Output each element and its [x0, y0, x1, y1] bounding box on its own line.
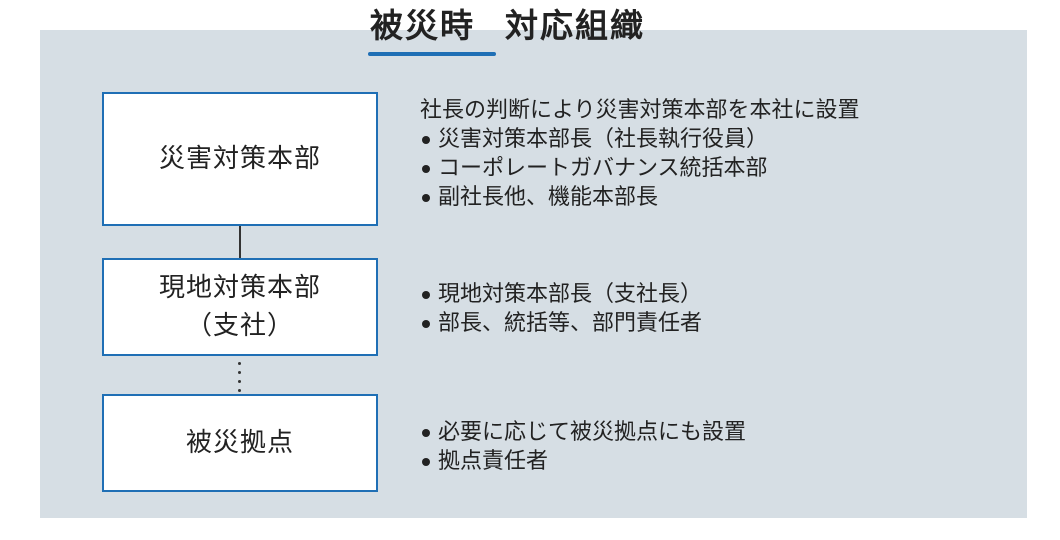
bullet-dot-icon [422, 320, 430, 328]
list-item: 拠点責任者 [420, 447, 746, 476]
node-local-hq: 現地対策本部 （支社） [102, 258, 378, 356]
connector-dot [238, 362, 241, 365]
description-local-hq: 現地対策本部長（支社長） 部長、統括等、部門責任者 [420, 280, 702, 338]
list-item: 災害対策本部長（社長執行役員） [420, 125, 860, 154]
list-item: 現地対策本部長（支社長） [420, 280, 702, 309]
bullet-list: 災害対策本部長（社長執行役員） コーポレートガバナンス統括本部 副社長他、機能本… [420, 125, 860, 212]
description-head: 社長の判断により災害対策本部を本社に設置 [420, 98, 860, 123]
bullet-dot-icon [422, 136, 430, 144]
bullet-dot-icon [422, 291, 430, 299]
node-affected-site: 被災拠点 [102, 394, 378, 492]
description-disaster-hq: 社長の判断により災害対策本部を本社に設置 災害対策本部長（社長執行役員） コーポ… [420, 96, 860, 212]
bullet-dot-icon [422, 458, 430, 466]
node-disaster-hq: 災害対策本部 [102, 92, 378, 226]
node-label: 被災拠点 [185, 428, 294, 458]
bullet-dot-icon [422, 429, 430, 437]
title-sub: 対応組織 [505, 6, 645, 45]
bullet-dot-icon [422, 165, 430, 173]
diagram-title: 被災時対応組織 [364, 2, 651, 50]
bullet-list: 現地対策本部長（支社長） 部長、統括等、部門責任者 [420, 280, 702, 338]
title-underline [368, 52, 496, 56]
bullet-list: 必要に応じて被災拠点にも設置 拠点責任者 [420, 418, 746, 476]
bullet-dot-icon [422, 194, 430, 202]
list-item: 必要に応じて被災拠点にも設置 [420, 418, 746, 447]
node-label: 災害対策本部 [158, 144, 321, 174]
title-main: 被災時 [370, 6, 475, 45]
description-affected-site: 必要に応じて被災拠点にも設置 拠点責任者 [420, 418, 746, 476]
list-item: コーポレートガバナンス統括本部 [420, 154, 860, 183]
connector-dotted [238, 360, 242, 392]
connector-solid [239, 226, 241, 258]
list-item: 副社長他、機能本部長 [420, 183, 860, 212]
list-item: 部長、統括等、部門責任者 [420, 309, 702, 338]
connector-dot [238, 371, 241, 374]
node-label: 現地対策本部 [158, 273, 321, 303]
connector-dot [238, 380, 241, 383]
connector-dot [238, 389, 241, 392]
node-sublabel: （支社） [185, 311, 294, 341]
title-area: 被災時対応組織 [0, 0, 1060, 60]
